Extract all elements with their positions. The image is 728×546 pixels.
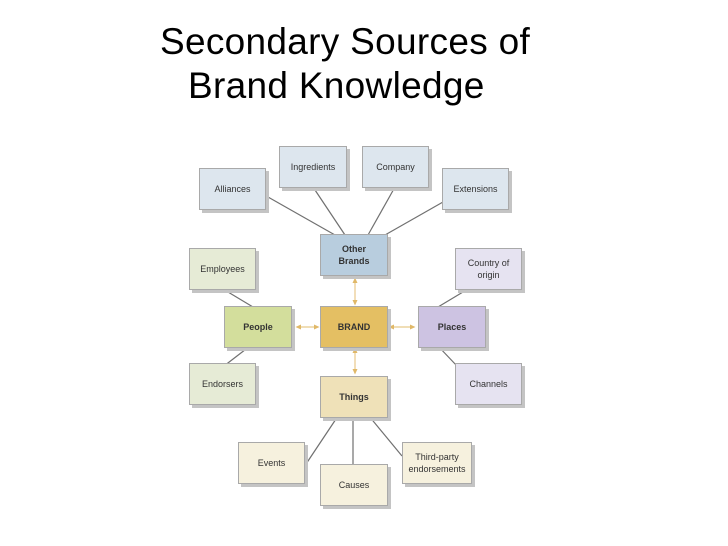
hub-people: People <box>224 306 292 348</box>
line-country <box>437 291 464 308</box>
node-causes: Causes <box>320 464 388 506</box>
title-line-2: Brand Knowledge <box>188 65 485 106</box>
node-third-party-endorsements: Third-party endorsements <box>402 442 472 484</box>
node-brand: BRAND <box>320 306 388 348</box>
node-channels: Channels <box>455 363 522 405</box>
node-employees: Employees <box>189 248 256 290</box>
node-extensions: Extensions <box>442 168 509 210</box>
node-alliances: Alliances <box>199 168 266 210</box>
node-country-of-origin: Country of origin <box>455 248 522 290</box>
line-company <box>367 186 396 236</box>
node-ingredients: Ingredients <box>279 146 347 188</box>
line-alliances <box>267 196 336 236</box>
line-channels <box>437 345 458 367</box>
node-endorsers: Endorsers <box>189 363 256 405</box>
node-events: Events <box>238 442 305 484</box>
page-title: Secondary Sources of Brand Knowledge <box>160 20 530 108</box>
title-line-1: Secondary Sources of <box>160 21 531 62</box>
line-endorsers <box>223 345 251 367</box>
hub-things: Things <box>320 376 388 418</box>
hub-other-brands: Other Brands <box>320 234 388 276</box>
line-extensions <box>384 201 444 236</box>
line-employees <box>222 288 254 308</box>
line-events <box>305 415 339 465</box>
hub-places: Places <box>418 306 486 348</box>
line-ingredients <box>312 186 346 236</box>
line-thirdparty <box>368 415 403 457</box>
node-company: Company <box>362 146 429 188</box>
